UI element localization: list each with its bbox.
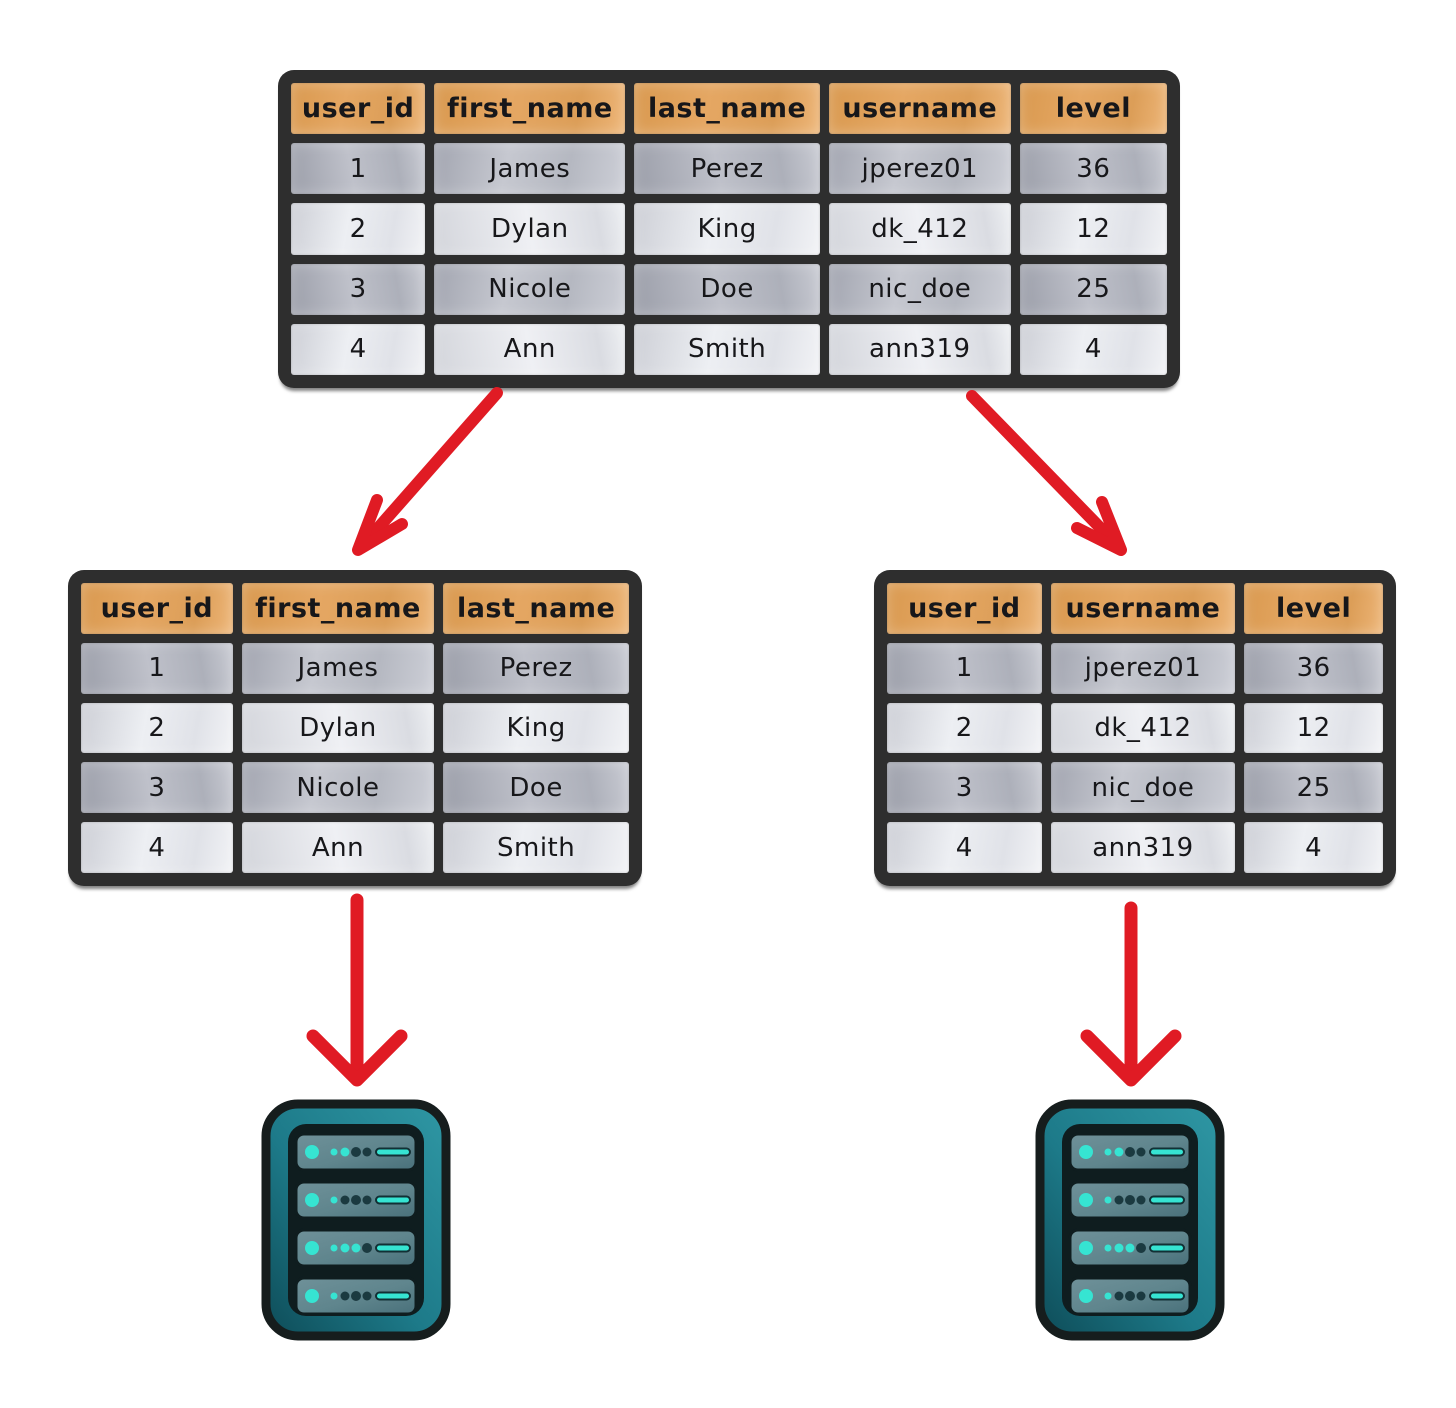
table-cell: 2 (887, 702, 1042, 754)
table-cell: 3 (887, 762, 1042, 814)
server-rack-left-icon (261, 1099, 451, 1341)
table-cell: ann319 (828, 323, 1011, 375)
column-header-username: username (828, 83, 1011, 135)
table-cell: nic_doe (828, 263, 1011, 315)
column-header-last_name: last_name (443, 583, 629, 634)
table-cell: Nicole (434, 263, 626, 315)
table-cell: 3 (291, 263, 426, 315)
table-cell: 4 (887, 822, 1042, 873)
table-cell: 4 (1244, 822, 1383, 873)
table-cell: ann319 (1050, 822, 1236, 873)
table-cell: 1 (887, 642, 1042, 694)
table-cell: 3 (81, 762, 233, 814)
arrow-left-to-server-icon (306, 893, 408, 1087)
table-cell: Nicole (241, 762, 435, 814)
table-cell: James (241, 642, 435, 694)
table-cell: jperez01 (1050, 642, 1236, 694)
arrow-main-to-right-icon (966, 390, 1127, 556)
table-cell: dk_412 (828, 203, 1011, 255)
arrow-right-to-server-icon (1080, 901, 1182, 1087)
column-header-last_name: last_name (634, 83, 820, 135)
table-cell: Perez (443, 642, 629, 694)
table-cell: 4 (291, 323, 426, 375)
table-cell: 4 (1019, 323, 1167, 375)
table-cell: 12 (1244, 702, 1383, 754)
table-cell: James (434, 143, 626, 195)
column-header-user_id: user_id (887, 583, 1042, 634)
arrow-main-to-left-icon (352, 387, 503, 556)
table-cell: jperez01 (828, 143, 1011, 195)
column-header-username: username (1050, 583, 1236, 634)
table-cell: King (634, 203, 820, 255)
column-header-level: level (1244, 583, 1383, 634)
column-header-first_name: first_name (434, 83, 626, 135)
table-cell: Ann (434, 323, 626, 375)
column-header-first_name: first_name (241, 583, 435, 634)
table-cell: Doe (634, 263, 820, 315)
table-cell: Smith (634, 323, 820, 375)
table-cell: Doe (443, 762, 629, 814)
table-cell: 4 (81, 822, 233, 873)
table-cell: 1 (81, 642, 233, 694)
table-cell: Smith (443, 822, 629, 873)
table-cell: 1 (291, 143, 426, 195)
table-cell: 12 (1019, 203, 1167, 255)
table-cell: 2 (81, 702, 233, 754)
table-cell: dk_412 (1050, 702, 1236, 754)
table-cell: 2 (291, 203, 426, 255)
table-cell: nic_doe (1050, 762, 1236, 814)
table-cell: Ann (241, 822, 435, 873)
table-cell: Dylan (241, 702, 435, 754)
table-cell: Dylan (434, 203, 626, 255)
column-header-user_id: user_id (291, 83, 426, 135)
column-header-user_id: user_id (81, 583, 233, 634)
column-header-level: level (1019, 83, 1167, 135)
table-cell: 36 (1244, 642, 1383, 694)
server-rack-right-icon (1035, 1099, 1225, 1341)
table-cell: 25 (1019, 263, 1167, 315)
table-cell: King (443, 702, 629, 754)
table-cell: 36 (1019, 143, 1167, 195)
table-cell: 25 (1244, 762, 1383, 814)
table-cell: Perez (634, 143, 820, 195)
